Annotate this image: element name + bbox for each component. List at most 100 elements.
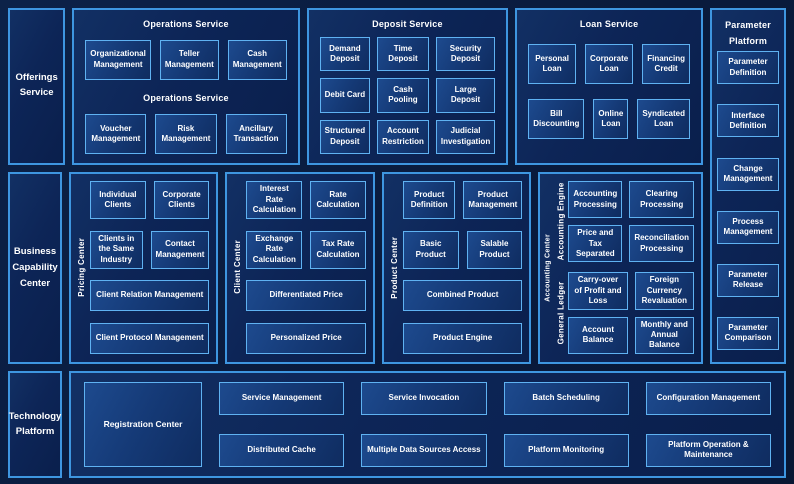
box-corporate-clients: Corporate Clients	[153, 181, 210, 219]
box-registration-center: Registration Center	[84, 381, 202, 467]
box-rate-calculation: Rate Calculation	[310, 181, 366, 219]
box-cash-management: Cash Management	[227, 39, 287, 80]
box-organizational-management: Organizational Management	[85, 39, 151, 80]
general-ledger-group: General Ledger Carry-over of Profit and …	[554, 272, 694, 354]
box-differentiated-price: Differentiated Price	[246, 280, 366, 312]
box-client-protocol-management: Client Protocol Management	[90, 322, 210, 354]
box-distributed-cache: Distributed Cache	[219, 433, 345, 467]
box-combined-product: Combined Product	[402, 280, 523, 312]
box-parameter-comparison: Parameter Comparison	[717, 316, 779, 350]
tech-column-2: Service Invocation Multiple Data Sources…	[361, 381, 487, 467]
accounting-center-panel: Accounting Center Accounting Engine Acco…	[538, 172, 703, 364]
client-center-body: Interest Rate Calculation Rate Calculati…	[246, 181, 366, 354]
box-cash-pooling: Cash Pooling	[377, 78, 429, 113]
box-platform-operation-maintenance: Platform Operation & Maintenance	[645, 433, 771, 467]
loan-service-panel: Loan Service Personal Loan Corporate Loa…	[515, 8, 703, 165]
accounting-engine-label: Accounting Engine	[556, 182, 566, 261]
box-interface-definition: Interface Definition	[717, 104, 779, 138]
deposit-service-title: Deposit Service	[372, 19, 443, 29]
loan-rows: Personal Loan Corporate Loan Financing C…	[528, 29, 690, 154]
product-row-1: Product Definition Product Management	[402, 181, 523, 219]
box-reconciliation-processing: Reconciliation Processing	[629, 225, 694, 263]
box-exchange-rate-calculation: Exchange Rate Calculation	[246, 230, 303, 269]
box-large-deposit: Large Deposit	[435, 78, 496, 113]
box-time-deposit: Time Deposit	[377, 37, 429, 72]
box-syndicated-loan: Syndicated Loan	[637, 99, 690, 139]
box-monthly-annual-balance: Monthly and Annual Balance	[634, 316, 694, 354]
deposit-service-panel: Deposit Service Demand Deposit Time Depo…	[306, 8, 509, 165]
box-debit-card: Debit Card	[319, 78, 371, 113]
box-judicial-investigation: Judicial Investigation	[435, 119, 496, 154]
product-center-label: Product Center	[389, 236, 399, 299]
operations-row-1: Organizational Management Teller Managem…	[85, 39, 287, 80]
product-center-panel: Product Center Product Definition Produc…	[381, 172, 532, 364]
box-bill-discounting: Bill Discounting	[528, 99, 585, 139]
box-teller-management: Teller Management	[159, 39, 219, 80]
loan-row-2: Bill Discounting Online Loan Syndicated …	[528, 99, 690, 139]
box-client-relation-management: Client Relation Management	[90, 280, 210, 312]
box-financing-credit: Financing Credit	[642, 44, 690, 84]
box-service-management: Service Management	[219, 381, 345, 415]
client-center-label: Client Center	[233, 240, 243, 295]
box-interest-rate-calculation: Interest Rate Calculation	[246, 181, 303, 219]
box-accounting-processing: Accounting Processing	[568, 181, 623, 219]
box-individual-clients: Individual Clients	[90, 181, 146, 219]
box-product-management: Product Management	[463, 181, 523, 219]
box-account-restriction: Account Restriction	[377, 119, 429, 154]
box-basic-product: Basic Product	[402, 230, 459, 269]
technology-platform-band: Technology Platform Registration Center …	[8, 370, 786, 478]
pricing-center-label: Pricing Center	[77, 237, 86, 297]
box-process-management: Process Management	[717, 210, 779, 244]
loan-service-title: Loan Service	[579, 19, 639, 29]
offerings-service-label: Offerings Service	[8, 8, 66, 165]
general-ledger-grid: Carry-over of Profit and Loss Foreign Cu…	[568, 272, 694, 354]
box-multiple-data-sources-access: Multiple Data Sources Access	[361, 433, 487, 467]
offerings-band: Offerings Service Operations Service Org…	[8, 8, 703, 165]
technology-platform-label: Technology Platform	[8, 370, 62, 478]
tech-column-3: Batch Scheduling Platform Monitoring	[503, 381, 629, 467]
box-configuration-management: Configuration Management	[645, 381, 771, 415]
deposit-grid: Demand Deposit Time Deposit Security Dep…	[319, 37, 496, 154]
box-demand-deposit: Demand Deposit	[319, 37, 371, 72]
tech-column-1: Service Management Distributed Cache	[219, 381, 345, 467]
parameter-boxes: Parameter Definition Interface Definitio…	[717, 51, 779, 350]
accounting-engine-group: Accounting Engine Accounting Processing …	[554, 181, 694, 263]
client-row-1: Interest Rate Calculation Rate Calculati…	[246, 181, 366, 219]
operations-row-2: Voucher Management Risk Management Ancil…	[85, 113, 287, 154]
box-contact-management: Contact Management	[150, 230, 210, 269]
box-parameter-definition: Parameter Definition	[717, 51, 779, 85]
operations-service-title: Operations Service	[143, 19, 229, 29]
accounting-center-label: Accounting Center	[544, 233, 552, 302]
box-platform-monitoring: Platform Monitoring	[503, 433, 629, 467]
operations-service-subtitle: Operations Service	[143, 93, 229, 104]
pricing-row-2: Clients in the Same Industry Contact Man…	[90, 230, 210, 269]
parameter-platform-panel: Parameter Platform Parameter Definition …	[710, 8, 786, 364]
general-ledger-label: General Ledger	[556, 281, 566, 345]
box-clearing-processing: Clearing Processing	[629, 181, 694, 219]
box-foreign-currency-revaluation: Foreign Currency Revaluation	[634, 272, 694, 310]
box-service-invocation: Service Invocation	[361, 381, 487, 415]
box-change-management: Change Management	[717, 157, 779, 191]
box-risk-management: Risk Management	[155, 113, 217, 154]
operations-service-panel: Operations Service Organizational Manage…	[72, 8, 300, 165]
client-row-2: Exchange Rate Calculation Tax Rate Calcu…	[246, 230, 366, 269]
pricing-row-1: Individual Clients Corporate Clients	[90, 181, 210, 219]
box-security-deposit: Security Deposit	[435, 37, 496, 72]
box-parameter-release: Parameter Release	[717, 263, 779, 297]
business-capability-label: Business Capability Center	[8, 172, 62, 364]
box-carry-over-profit-loss: Carry-over of Profit and Loss	[568, 272, 628, 310]
business-capability-band: Business Capability Center Pricing Cente…	[8, 172, 703, 364]
accounting-groups: Accounting Engine Accounting Processing …	[554, 181, 694, 354]
loan-row-1: Personal Loan Corporate Loan Financing C…	[528, 44, 690, 84]
box-corporate-loan: Corporate Loan	[584, 44, 634, 84]
box-tax-rate-calculation: Tax Rate Calculation	[310, 230, 366, 269]
box-price-tax-separated: Price and Tax Separated	[568, 225, 623, 263]
product-center-body: Product Definition Product Management Ba…	[402, 181, 523, 354]
client-center-panel: Client Center Interest Rate Calculation …	[225, 172, 375, 364]
tech-column-4: Configuration Management Platform Operat…	[645, 381, 771, 467]
pricing-center-body: Individual Clients Corporate Clients Cli…	[90, 181, 210, 354]
box-personalized-price: Personalized Price	[246, 322, 366, 354]
box-personal-loan: Personal Loan	[528, 44, 576, 84]
accounting-engine-grid: Accounting Processing Clearing Processin…	[568, 181, 694, 263]
